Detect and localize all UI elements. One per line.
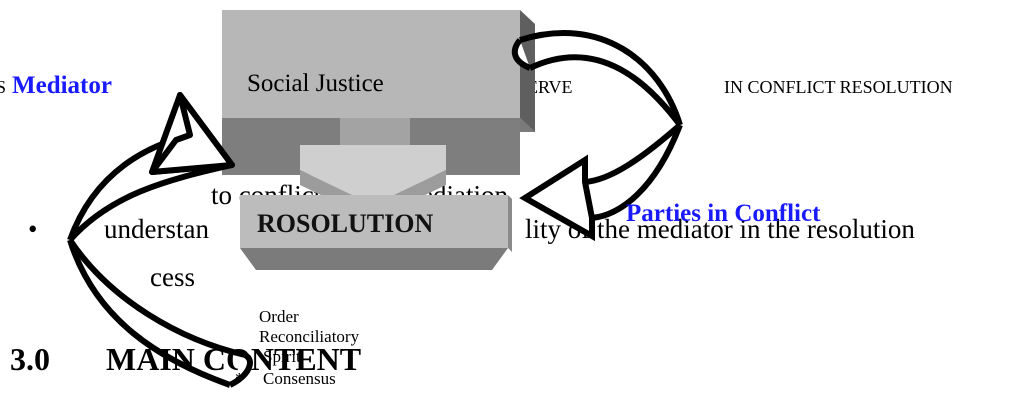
value-consensus: Consensus — [263, 369, 336, 388]
parties-in-conflict-label: Parties in Conflict — [626, 200, 821, 227]
heading-fragment-right: IN CONFLICT RESOLUTION — [724, 77, 953, 97]
doc-line2-left: understan — [104, 214, 209, 244]
right-curved-arrow-upper — [511, 29, 683, 127]
heading-fragment-left: ERVE — [527, 77, 573, 97]
social-justice-label: Social Justice — [247, 70, 384, 97]
value-order: Order — [259, 307, 299, 326]
resolution-box — [240, 195, 512, 270]
left-curved-arrow-upper — [67, 92, 235, 242]
right-curved-arrow-lower — [519, 122, 683, 242]
value-spirit: Spirit — [263, 347, 301, 366]
heading-fragment-left-stub: S — [0, 77, 7, 97]
resolution-label: ROSOLUTION — [257, 209, 434, 238]
section-number: 3.0 — [10, 341, 50, 377]
value-reconciliatory: Reconciliatory — [259, 327, 360, 346]
value-bullet-star: * — [235, 369, 244, 388]
bullet: • — [28, 214, 38, 244]
left-curved-arrow-lower — [67, 238, 253, 388]
doc-line3: cess — [150, 262, 195, 292]
mediator-label: Mediator — [12, 72, 112, 99]
